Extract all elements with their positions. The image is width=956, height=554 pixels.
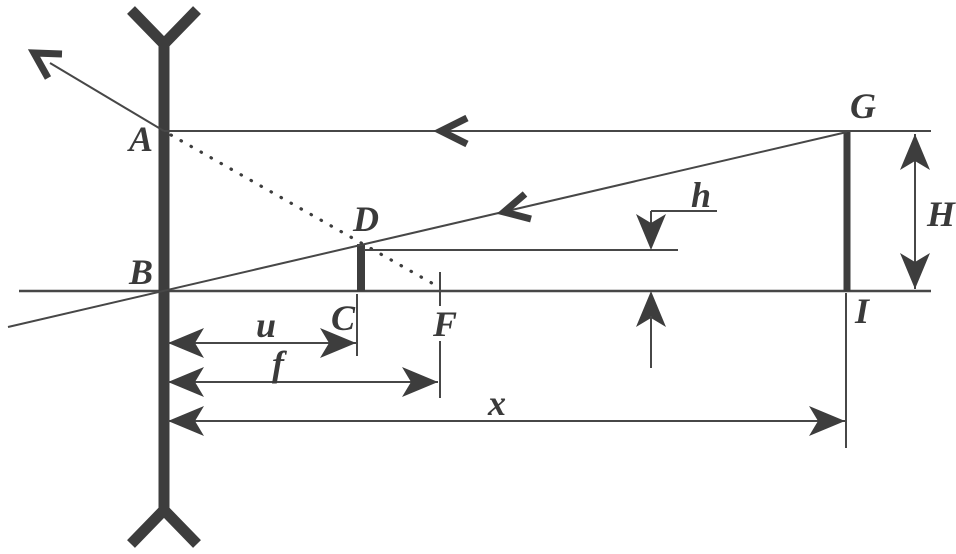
lens-top-arrow-icon <box>127 6 201 52</box>
diverging-lens <box>127 6 201 548</box>
virtual-ray-dotted <box>169 133 439 288</box>
x-dimension <box>168 406 845 436</box>
f-dimension <box>168 367 438 397</box>
lens-bottom-arrow-icon <box>127 502 201 548</box>
label-f: f <box>272 344 287 384</box>
central-ray <box>7 131 848 328</box>
x-left-arrowhead-icon <box>168 406 204 436</box>
label-u: u <box>256 305 276 345</box>
refracted-ray <box>49 62 165 132</box>
object-height-dimension <box>900 134 930 289</box>
label-D: D <box>352 199 379 239</box>
u-left-arrowhead-icon <box>168 328 204 358</box>
label-G: G <box>850 86 876 126</box>
f-left-arrowhead-icon <box>168 367 204 397</box>
H-up-arrowhead-icon <box>900 134 930 170</box>
label-A: A <box>127 119 153 159</box>
h-up-arrowhead-icon <box>636 291 666 327</box>
f-right-arrowhead-icon <box>402 367 438 397</box>
image-height-dimension <box>636 210 717 368</box>
u-right-arrowhead-icon <box>320 328 356 358</box>
h-down-arrowhead-icon <box>636 214 666 250</box>
central-ray-arrowhead-icon <box>496 191 532 223</box>
u-dimension <box>168 328 356 358</box>
refracted-ray-arrowhead-icon <box>27 49 63 80</box>
parallel-ray-arrowhead-icon <box>433 114 469 148</box>
label-B: B <box>128 252 153 292</box>
label-F: F <box>432 304 457 344</box>
label-C: C <box>331 298 356 338</box>
label-I: I <box>854 291 871 331</box>
label-h: h <box>691 175 711 215</box>
label-H: H <box>926 194 956 234</box>
x-right-arrowhead-icon <box>809 406 845 436</box>
label-x: x <box>487 383 506 423</box>
H-down-arrowhead-icon <box>900 253 930 289</box>
